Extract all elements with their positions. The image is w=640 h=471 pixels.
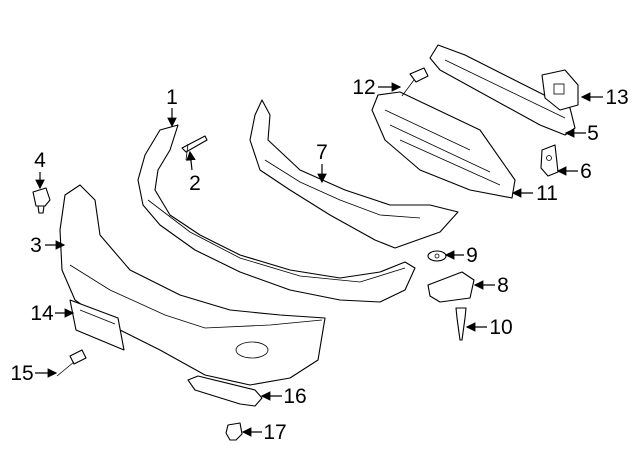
part-3-lower-bumper-cover[interactable] [59,184,326,386]
part-10-pin[interactable] [455,307,467,341]
callout-10: 10 [489,316,512,339]
callout-15: 15 [10,362,33,385]
callout-16: 16 [283,385,306,408]
callout-11: 11 [536,182,558,205]
callout-1: 1 [166,86,178,109]
part-4-push-pin[interactable] [32,187,51,214]
part-2-clip[interactable] [181,135,208,161]
leader-lines [35,82,603,437]
part-12-bolt[interactable] [401,67,429,97]
callout-8: 8 [497,274,509,297]
part-1-upper-bumper-cover[interactable] [137,124,416,303]
part-7-energy-absorber[interactable] [249,99,459,249]
callout-3: 3 [30,234,42,257]
callout-4: 4 [34,149,46,172]
part-8-bracket[interactable] [427,271,475,303]
callout-13: 13 [605,86,628,109]
callout-12: 12 [352,76,375,99]
part-14-license-bracket[interactable] [69,299,125,351]
part-17-clip[interactable] [225,422,243,441]
callout-9: 9 [466,244,478,267]
part-11-lower-grille[interactable] [371,91,516,199]
part-16-skid-plate[interactable] [187,375,263,407]
callout-2: 2 [189,172,201,195]
part-9-nut[interactable] [427,250,447,262]
callout-5: 5 [587,122,599,145]
callout-7: 7 [316,141,328,164]
part-6-bracket[interactable] [540,144,559,177]
part-13-bracket[interactable] [541,69,579,111]
callout-6: 6 [580,160,592,183]
callout-14: 14 [30,302,54,325]
callout-17: 17 [263,421,286,444]
part-15-bolt[interactable] [56,349,87,377]
